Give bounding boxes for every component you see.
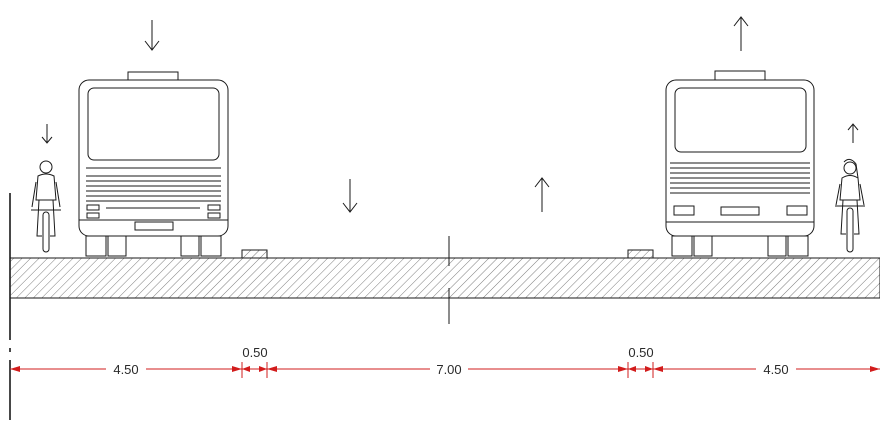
dimension-line [10,362,880,378]
road-slab [9,249,880,299]
dimension-label-center-lanes: 7.00 [436,362,461,377]
bus-icon [665,70,815,257]
dimension-label-right-lane: 4.50 [763,362,788,377]
arrow-up-icon [733,16,749,51]
dimension-label-left-lane: 4.50 [113,362,138,377]
right-separator-curb [627,249,654,259]
cyclist-icon [835,158,865,253]
arrow-down-icon [41,124,53,144]
cyclist-icon [31,160,61,253]
left-separator-curb [241,249,268,259]
dimension-label-right-separator: 0.50 [628,345,653,360]
arrow-up-icon [847,123,859,143]
arrow-down-icon [342,179,358,213]
bus-icon [78,71,229,257]
arrow-down-icon [144,20,160,51]
arrow-up-icon [534,177,550,212]
dimension-label-left-separator: 0.50 [242,345,267,360]
